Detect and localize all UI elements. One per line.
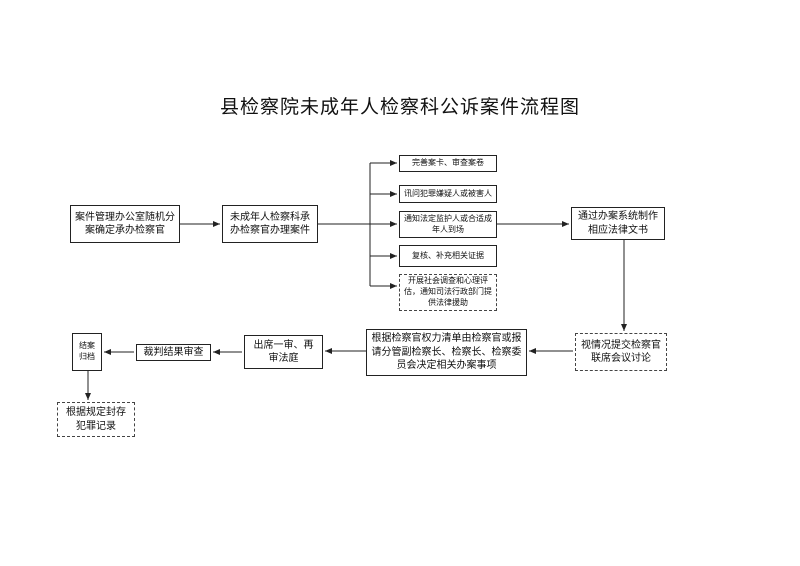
judgment-review-box: 裁判结果审查	[136, 344, 211, 361]
interrogate-box: 讯问犯罪嫌疑人或被害人	[399, 185, 497, 203]
prosecutor-handling-box: 未成年人检察科承办检察官办理案件	[222, 205, 318, 243]
social-investigation-box: 开展社会调查和心理评估，通知司法行政部门提供法律援助	[399, 274, 497, 311]
decision-authority-box: 根据检察官权力清单由检察官或报请分管副检察长、检察长、检察委员会决定相关办案事项	[366, 329, 527, 376]
notify-guardian-box: 通知法定监护人或合适成年人到场	[399, 211, 497, 238]
joint-meeting-box: 视情况提交检察官联席会议讨论	[575, 333, 667, 371]
seal-records-box: 根据规定封存犯罪记录	[57, 402, 135, 437]
legal-documents-box: 通过办案系统制作相应法律文书	[571, 207, 665, 240]
case-assignment-box: 案件管理办公室随机分案确定承办检察官	[70, 205, 180, 243]
diagram-title: 县检察院未成年人检察科公诉案件流程图	[219, 96, 580, 118]
verify-evidence-box: 复核、补充相关证据	[399, 245, 497, 267]
court-appearance-box: 出席一审、再审法庭	[244, 335, 323, 369]
case-archive-box: 结案归档	[72, 333, 102, 371]
review-files-box: 完善案卡、审查案卷	[399, 155, 497, 172]
